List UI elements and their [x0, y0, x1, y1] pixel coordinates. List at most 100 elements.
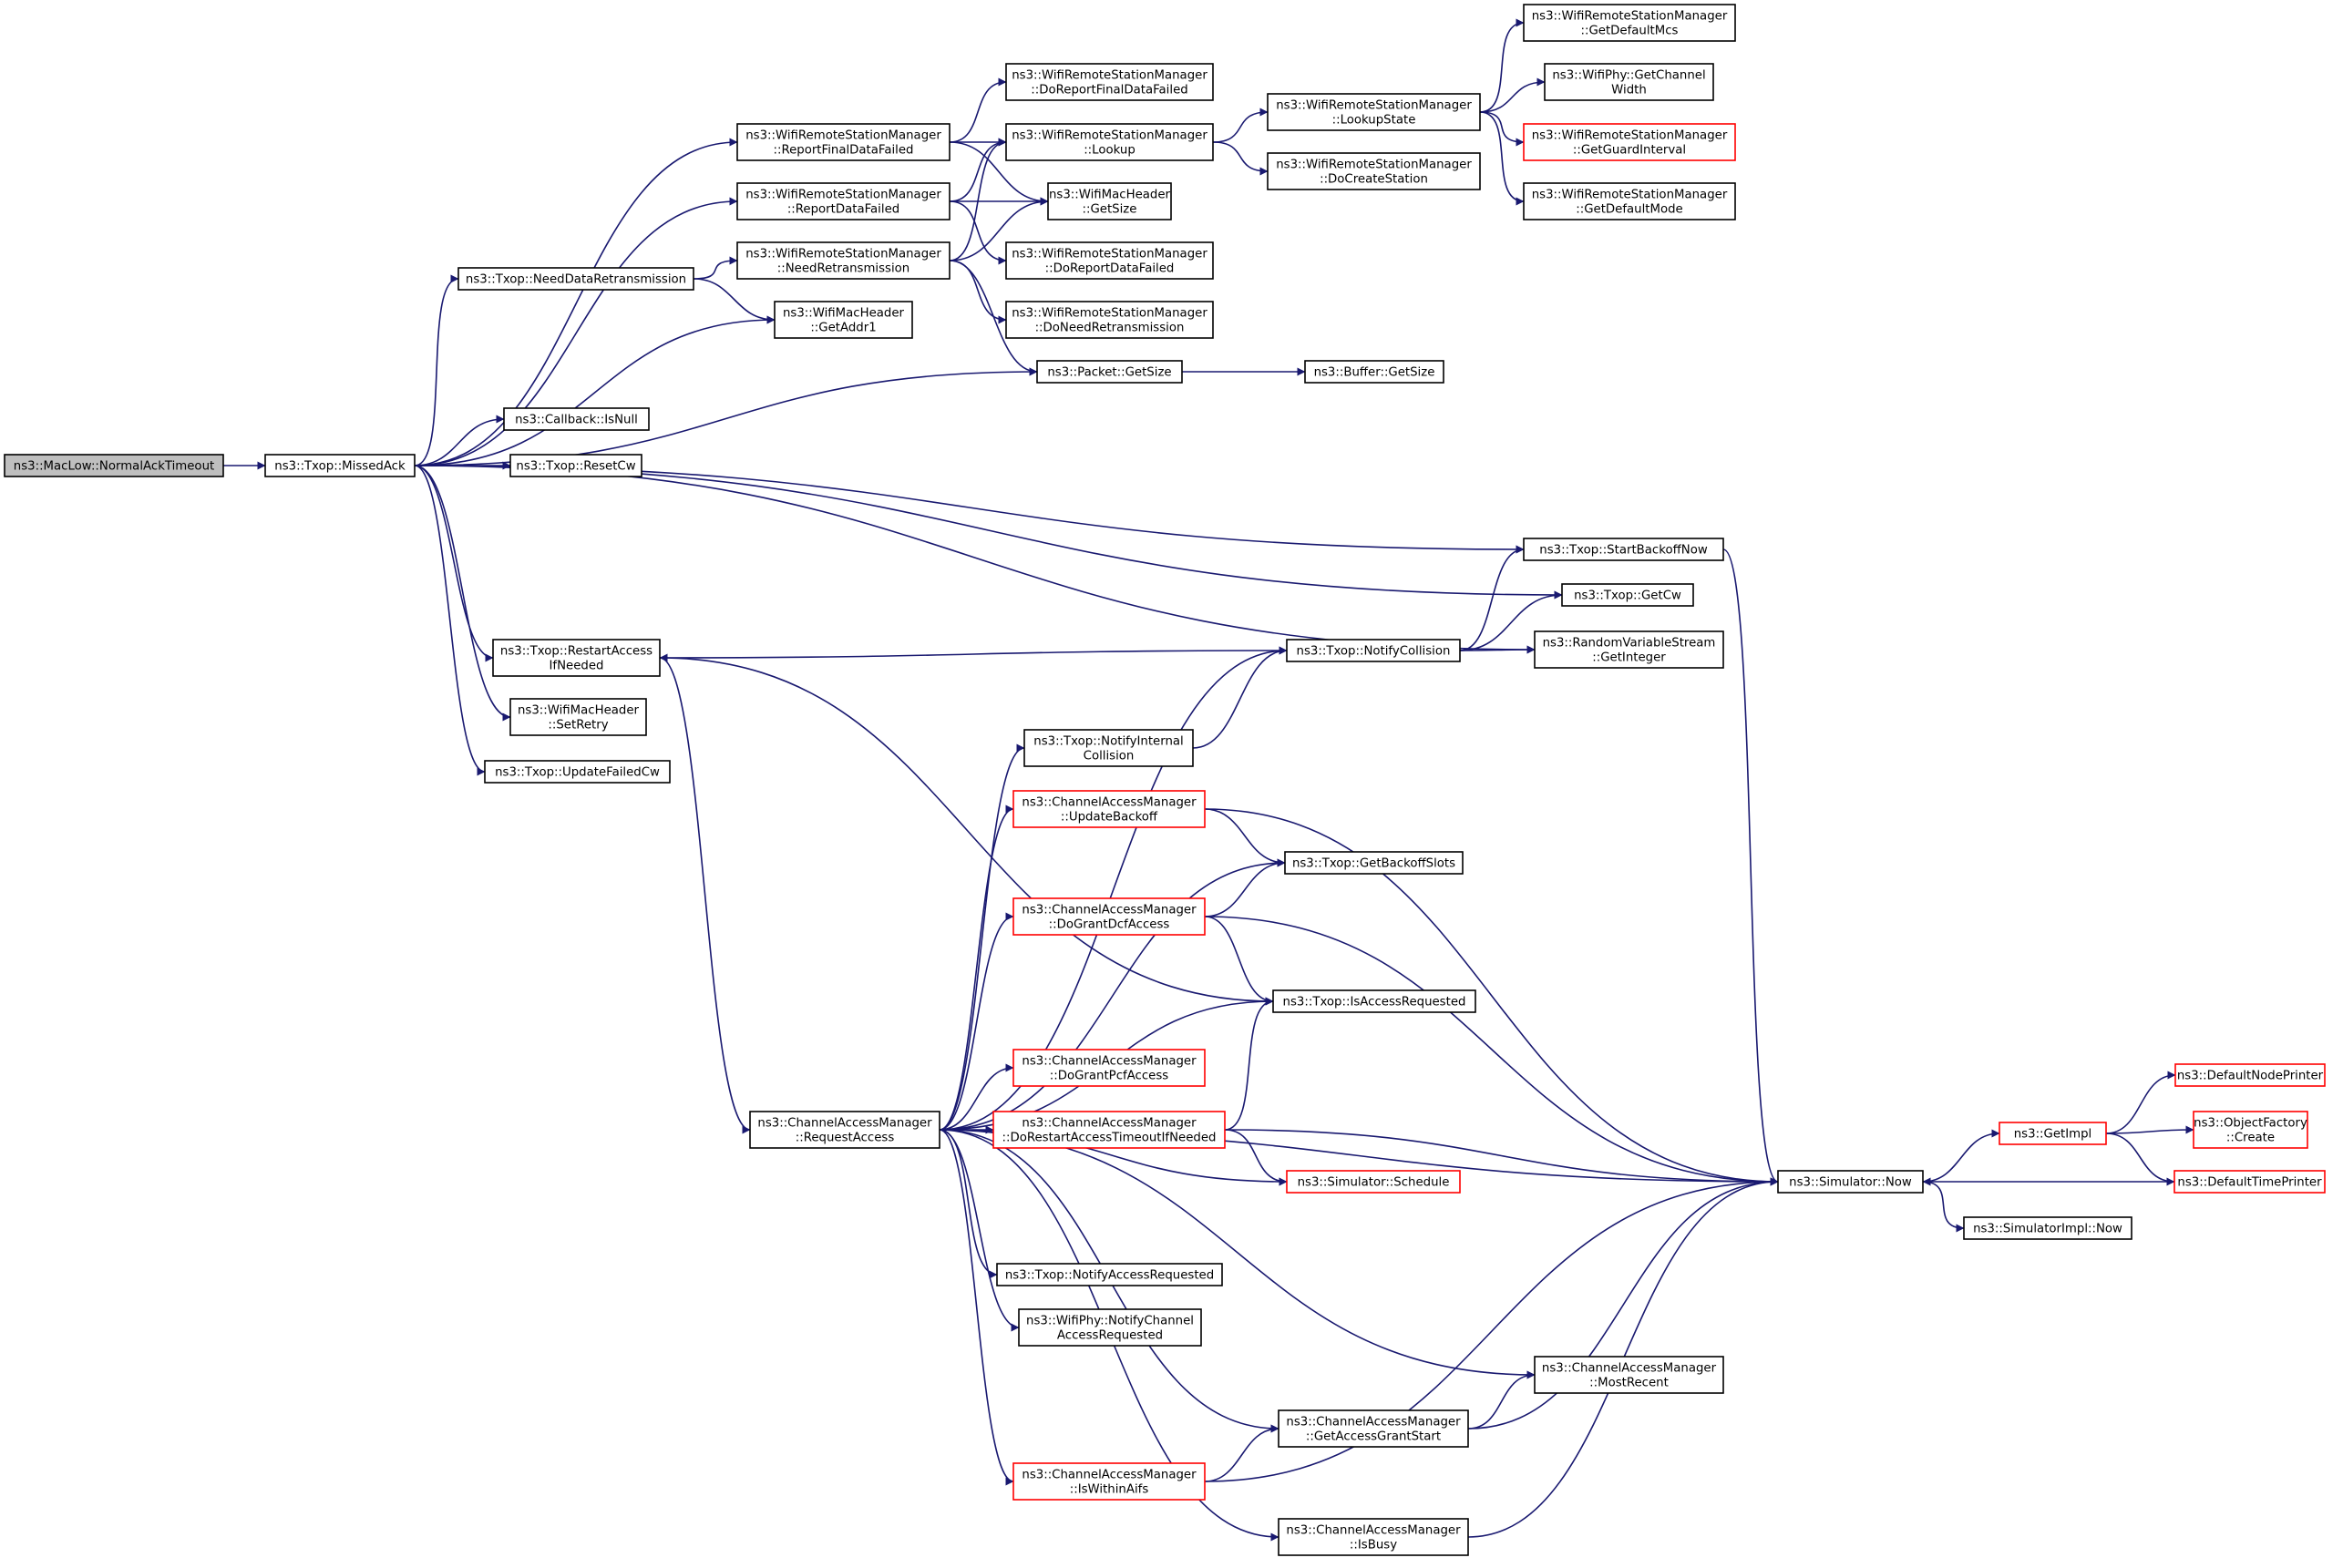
node-label-line: ns3::Txop::NeedDataRetransmission [466, 273, 686, 287]
graph-node-schedule[interactable]: ns3::Simulator::Schedule [1286, 1170, 1461, 1194]
node-label-line: ns3::WifiRemoteStationManager [1276, 99, 1472, 113]
graph-node-getguardinterval[interactable]: ns3::WifiRemoteStationManager::GetGuardI… [1523, 123, 1736, 161]
node-box [1278, 1518, 1469, 1556]
node-label-line: ns3::WifiRemoteStationManager [1532, 10, 1728, 24]
graph-node-updatefailedcw[interactable]: ns3::Txop::UpdateFailedCw [484, 760, 671, 784]
call-edge-startbackoffnow-to-simulatornow [1722, 548, 1779, 1186]
graph-node-dograntdcfaccess[interactable]: ns3::ChannelAccessManager::DoGrantDcfAcc… [1012, 897, 1206, 936]
graph-node-simulatornow[interactable]: ns3::Simulator::Now [1777, 1170, 1924, 1194]
graph-node-defaulttimeprinter[interactable]: ns3::DefaultTimePrinter [2173, 1170, 2326, 1194]
node-label-line: ::ReportDataFailed [787, 203, 899, 217]
graph-node-docreatestation[interactable]: ns3::WifiRemoteStationManager::DoCreateS… [1267, 152, 1481, 190]
graph-node-getcw[interactable]: ns3::Txop::GetCw [1561, 583, 1694, 607]
graph-node-reportdatafailed[interactable]: ns3::WifiRemoteStationManager::ReportDat… [736, 182, 951, 220]
call-edge-missedack-to-updatefailedcw [414, 465, 486, 776]
node-box [1005, 241, 1214, 280]
graph-node-normalacktimeout[interactable]: ns3::MacLow::NormalAckTimeout [4, 454, 224, 477]
graph-node-missedack[interactable]: ns3::Txop::MissedAck [264, 454, 416, 477]
call-edge-needretransmission-to-headergetsize [949, 197, 1049, 261]
call-edge-missedack-to-needdataretransmission [414, 274, 459, 466]
node-label-line: ns3::Txop::NotifyInternal [1033, 735, 1183, 749]
graph-node-defaultnodeprinter[interactable]: ns3::DefaultNodePrinter [2174, 1063, 2326, 1087]
node-label-line: ::IsWithinAifs [1070, 1483, 1149, 1497]
node-label-line: ::UpdateBackoff [1061, 811, 1158, 825]
graph-node-headergetsize[interactable]: ns3::WifiMacHeader::GetSize [1047, 182, 1172, 220]
graph-node-requestaccess[interactable]: ns3::ChannelAccessManager::RequestAccess [749, 1111, 940, 1149]
graph-node-getimpl[interactable]: ns3::GetImpl [1999, 1122, 2107, 1145]
graph-node-buffergetsize[interactable]: ns3::Buffer::GetSize [1304, 360, 1444, 384]
node-box [1012, 790, 1206, 828]
graph-node-lookup[interactable]: ns3::WifiRemoteStationManager::Lookup [1005, 123, 1214, 161]
node-box [1534, 630, 1724, 669]
node-label-line: IfNeeded [550, 660, 604, 673]
node-label-line: ns3::WifiMacHeader [783, 307, 905, 321]
node-label-line: ns3::Txop::NotifyCollision [1297, 645, 1451, 659]
node-label-line: ns3::MacLow::NormalAckTimeout [14, 460, 214, 474]
graph-node-reportfinaldatafailed[interactable]: ns3::WifiRemoteStationManager::ReportFin… [736, 123, 951, 161]
node-box [492, 639, 661, 677]
graph-node-setretry[interactable]: ns3::WifiMacHeader::SetRetry [509, 698, 647, 736]
graph-node-doreportdatafailed[interactable]: ns3::WifiRemoteStationManager::DoReportD… [1005, 241, 1214, 280]
node-label-line: ::GetGuardInterval [1573, 144, 1686, 158]
node-label-line: ns3::RandomVariableStream [1543, 637, 1716, 651]
node-box [2193, 1111, 2308, 1149]
node-label-line: ::DoGrantPcfAccess [1050, 1070, 1168, 1083]
graph-node-notifyaccessrequested[interactable]: ns3::Txop::NotifyAccessRequested [996, 1263, 1223, 1286]
graph-node-resetcw[interactable]: ns3::Txop::ResetCw [509, 454, 642, 477]
graph-node-iswithinaifs[interactable]: ns3::ChannelAccessManager::IsWithinAifs [1012, 1462, 1206, 1501]
graph-node-isaccessrequested[interactable]: ns3::Txop::IsAccessRequested [1272, 989, 1476, 1013]
node-box [736, 182, 951, 220]
call-edge-dograntdcfaccess-to-getbackoffslots [1204, 858, 1286, 917]
graph-node-getbackoffslots[interactable]: ns3::Txop::GetBackoffSlots [1284, 851, 1464, 875]
graph-node-getdefaultmode[interactable]: ns3::WifiRemoteStationManager::GetDefaul… [1523, 182, 1736, 220]
graph-node-updatebackoff[interactable]: ns3::ChannelAccessManager::UpdateBackoff [1012, 790, 1206, 828]
node-box [1012, 1049, 1206, 1087]
graph-node-getinteger[interactable]: ns3::RandomVariableStream::GetInteger [1534, 630, 1724, 669]
call-edge-missedack-to-reportdatafailed [414, 197, 738, 466]
call-edge-dorestartaccesstimeoutifneeded-to-isaccessrequested [1224, 997, 1274, 1131]
graph-node-lookupstate[interactable]: ns3::WifiRemoteStationManager::LookupSta… [1267, 93, 1481, 131]
graph-node-getaccessgrantstart[interactable]: ns3::ChannelAccessManager::GetAccessGran… [1278, 1409, 1469, 1448]
node-label-line: ns3::Txop::IsAccessRequested [1283, 996, 1466, 1009]
call-edge-missedack-to-setretry [414, 465, 511, 722]
node-box [774, 301, 913, 339]
graph-node-dograntpcfaccess[interactable]: ns3::ChannelAccessManager::DoGrantPcfAcc… [1012, 1049, 1206, 1087]
graph-node-mostrecent[interactable]: ns3::ChannelAccessManager::MostRecent [1534, 1356, 1724, 1394]
call-edge-getimpl-to-defaulttimeprinter [2105, 1132, 2175, 1186]
graph-node-getdefaultmcs[interactable]: ns3::WifiRemoteStationManager::GetDefaul… [1523, 4, 1736, 42]
graph-node-needdataretransmission[interactable]: ns3::Txop::NeedDataRetransmission [457, 267, 694, 291]
graph-node-packetgetsize[interactable]: ns3::Packet::GetSize [1036, 360, 1183, 384]
node-label-line: ns3::Txop::StartBackoffNow [1539, 544, 1708, 558]
call-edge-getaccessgrantstart-to-mostrecent [1467, 1370, 1536, 1430]
graph-node-dorestartaccesstimeoutifneeded[interactable]: ns3::ChannelAccessManager::DoRestartAcce… [992, 1111, 1226, 1149]
call-edge-needretransmission-to-lookup [949, 138, 1007, 261]
graph-node-needretransmission[interactable]: ns3::WifiRemoteStationManager::NeedRetra… [736, 241, 951, 280]
node-box [457, 267, 694, 291]
call-edge-updatebackoff-to-getbackoffslots [1204, 808, 1286, 867]
node-label-line: ns3::WifiRemoteStationManager [1532, 189, 1728, 202]
graph-node-getaddr1[interactable]: ns3::WifiMacHeader::GetAddr1 [774, 301, 913, 339]
node-label-line: ns3::SimulatorImpl::Now [1973, 1223, 2122, 1236]
graph-node-doreportfinaldatafailed[interactable]: ns3::WifiRemoteStationManager::DoReportF… [1005, 63, 1214, 101]
graph-node-isnull[interactable]: ns3::Callback::IsNull [503, 407, 650, 431]
graph-node-doneedretransmission[interactable]: ns3::WifiRemoteStationManager::DoNeedRet… [1005, 301, 1214, 339]
node-box [1286, 1170, 1461, 1194]
graph-node-startbackoffnow[interactable]: ns3::Txop::StartBackoffNow [1523, 538, 1724, 561]
graph-node-simulatorimplnow[interactable]: ns3::SimulatorImpl::Now [1963, 1216, 2132, 1240]
node-box [1304, 360, 1444, 384]
call-edge-dograntdcfaccess-to-isaccessrequested [1204, 916, 1274, 1006]
node-label-line: ns3::WifiRemoteStationManager [745, 248, 941, 261]
node-label-line: ns3::Buffer::GetSize [1314, 366, 1435, 380]
node-label-line: ::RequestAccess [796, 1132, 895, 1145]
node-box [2173, 1170, 2326, 1194]
graph-node-notifychannelaccessrequested[interactable]: ns3::WifiPhy::NotifyChannelAccessRequest… [1018, 1308, 1202, 1347]
graph-node-objectfactorycreate[interactable]: ns3::ObjectFactory::Create [2193, 1111, 2308, 1149]
call-edge-reportdatafailed-to-doreportdatafailed [949, 200, 1007, 265]
node-box [503, 407, 650, 431]
graph-node-isbusy[interactable]: ns3::ChannelAccessManager::IsBusy [1278, 1518, 1469, 1556]
graph-node-notifycollision[interactable]: ns3::Txop::NotifyCollision [1286, 639, 1461, 662]
node-label-line: ns3::Simulator::Now [1789, 1176, 1912, 1190]
